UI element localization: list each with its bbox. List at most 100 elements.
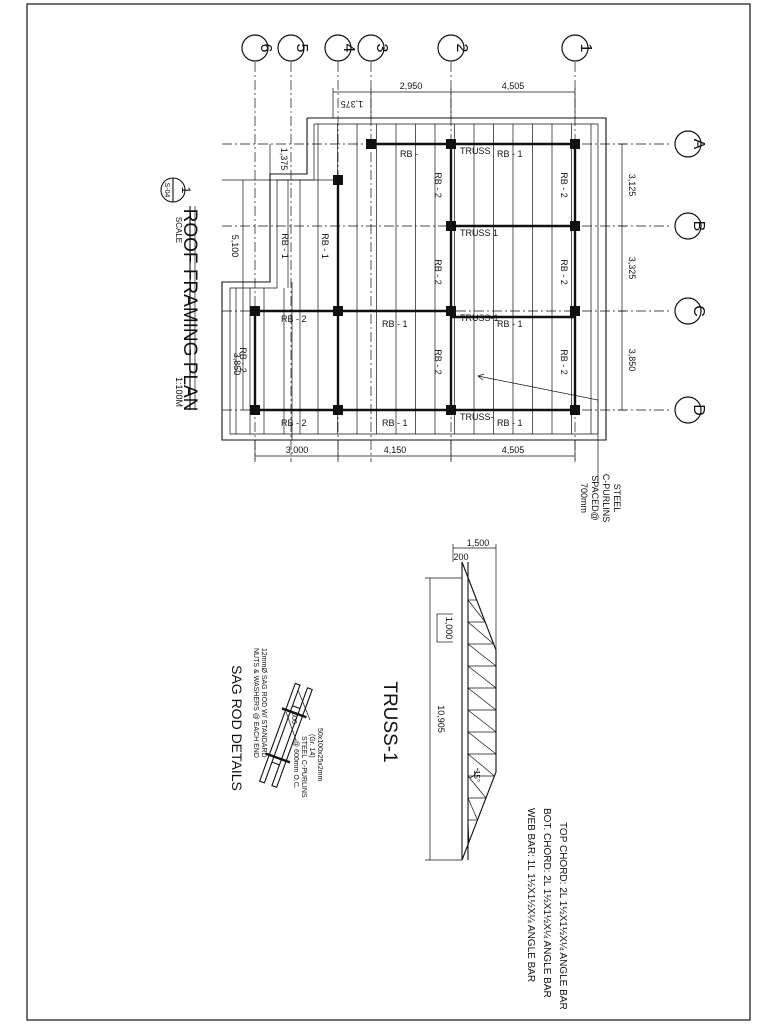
label-truss1-c: TRUSS-1	[460, 313, 499, 323]
purlins-group	[235, 124, 592, 434]
column-square	[366, 139, 376, 149]
purlins-note-3: SPACED@	[590, 475, 600, 520]
purlins-note-4: 700mm	[579, 483, 589, 513]
grid-bubble-top-label: 6	[257, 44, 274, 53]
label-rb1-v-left: RB - 1	[280, 233, 290, 259]
grid-bubble-top	[357, 34, 385, 62]
label-rb2-v-cd-right: RB - 2	[559, 349, 569, 375]
dim-left-5100: 5,100	[230, 235, 240, 258]
truss-dim-end: 200	[453, 552, 468, 562]
dim-side-3325: 3,325	[627, 257, 637, 280]
sagrod-title: SAG ROD DETAILS	[229, 665, 245, 791]
truss-note-bot: BOT. CHORD: 2L 1½X1½X¼ ANGLE BAR	[541, 808, 553, 998]
truss-web-diagonal	[467, 819, 470, 843]
truss-web-diagonal	[467, 731, 497, 755]
grid-bubble-top-label: 1	[577, 44, 594, 53]
label-rb-a: RB -	[400, 149, 418, 159]
truss-web-members	[467, 577, 497, 843]
grid-bubble-top	[561, 34, 589, 62]
sagrod-note2-c: STEEL C-PURLINS	[300, 736, 307, 798]
grid-bubble-side-label: D	[690, 404, 707, 416]
column-square	[333, 405, 343, 415]
label-rb1-c-right: RB - 1	[497, 319, 523, 329]
label-rb1-a: RB - 1	[497, 149, 523, 159]
callout-number: 1	[179, 187, 193, 194]
column-square	[446, 221, 456, 231]
truss-web-diagonal	[467, 797, 478, 821]
truss-web-diagonal	[467, 599, 486, 623]
label-rb2-v-col6: RB - 2	[238, 347, 248, 373]
grid-bubble-side-label: B	[690, 221, 707, 232]
callout-sheet: S-04	[163, 183, 170, 198]
grid-bubble-side-label: A	[690, 139, 707, 150]
label-rb2-v-ab-right: RB - 2	[559, 172, 569, 198]
columns-group	[250, 139, 580, 415]
column-square	[570, 221, 580, 231]
truss-dim-panel: 1,000	[444, 617, 454, 640]
truss-web-diagonal	[467, 775, 487, 799]
label-rb2-v-bc-right: RB - 2	[559, 259, 569, 285]
dim-top-1375: 1,375	[341, 99, 364, 109]
purlins-note-2: C-PURLINS	[601, 474, 611, 523]
grid-bubble-top	[324, 34, 352, 62]
plan-scale: 1:100M	[174, 377, 184, 407]
dim-side-3850: 3,850	[627, 349, 637, 372]
truss-web-diagonal	[467, 709, 497, 733]
dim-ext-3850: 3,850	[232, 353, 242, 376]
sag-rod-details: 12mmØ SAG ROD W/ STANDARD NUTS & WASHERS…	[229, 648, 323, 798]
dimension-lines	[222, 88, 626, 460]
plan-labels: 2,950 4,505 1,375 3,125 3,325 3,850 3,00…	[230, 81, 637, 522]
truss-note-web: WEB BAR: 1L 1½X1½X¼ ANGLE BAR	[525, 808, 537, 982]
sagrod-note2-b: (Gr. 14)	[308, 734, 315, 758]
label-rb1-c-mid: RB - 1	[382, 319, 408, 329]
truss-angle: 15°	[472, 770, 481, 782]
label-truss1-b: TRUSS 1	[460, 228, 498, 238]
sagrod-note2-d: @ 600mm O.C.	[292, 740, 299, 789]
label-truss-a: TRUSS	[460, 146, 491, 156]
column-square	[570, 306, 580, 316]
column-square	[446, 306, 456, 316]
label-rb1-d-mid: RB - 1	[382, 418, 408, 428]
grid-bubble-top	[241, 34, 269, 62]
dim-top-2950: 2,950	[400, 81, 423, 91]
dim-side-1375: 1,375	[279, 148, 289, 171]
truss-elevation: 1,500 200 1,000 10,905 15° TRUSS-1 TOP C…	[379, 538, 569, 1010]
column-square	[250, 405, 260, 415]
dim-bottom-3000: 3,000	[286, 445, 309, 455]
dim-top-4505: 4,505	[502, 81, 525, 91]
column-square	[333, 306, 343, 316]
truss-web-diagonal	[467, 577, 478, 601]
label-rb2-v-ab-mid: RB - 2	[433, 172, 443, 198]
dim-side-3125: 3,125	[627, 174, 637, 197]
grid-bubble-side	[674, 212, 702, 240]
dim-bottom-4505: 4,505	[502, 445, 525, 455]
truss-beams	[253, 142, 577, 412]
sagrod-note1-b: NUTS & WASHERS @ EACH END	[252, 648, 259, 758]
truss-web-diagonal	[467, 687, 497, 711]
sheet-border	[26, 3, 751, 1021]
truss-web-diagonal	[467, 643, 497, 667]
column-square	[446, 405, 456, 415]
truss-dim-total: 10,905	[436, 705, 446, 733]
truss-web-diagonal	[467, 621, 494, 645]
label-rb2-d-left: RB - 2	[281, 418, 307, 428]
grid-bubble-side-label: C	[690, 305, 707, 317]
grid-bubble-top-label: 3	[373, 44, 390, 53]
label-rb1-v-col4: RB - 1	[320, 233, 330, 259]
truss-web-diagonal	[467, 665, 497, 689]
grid-bubble-side	[674, 297, 702, 325]
callout-scale-word: SCALE	[174, 217, 183, 243]
label-rb1-d-right: RB - 1	[497, 418, 523, 428]
column-square	[570, 139, 580, 149]
label-rb2-c-left: RB - 2	[281, 314, 307, 324]
grid-bubble-top-label: 5	[293, 44, 310, 53]
purlins-note-1: STEEL	[612, 484, 622, 513]
column-square	[570, 405, 580, 415]
truss-web-diagonal	[467, 753, 495, 777]
plan-title-block: 1 S-04 SCALE ROOF FRAMING PLAN 1:100M	[160, 177, 200, 411]
grid-bubble-side	[674, 396, 702, 424]
